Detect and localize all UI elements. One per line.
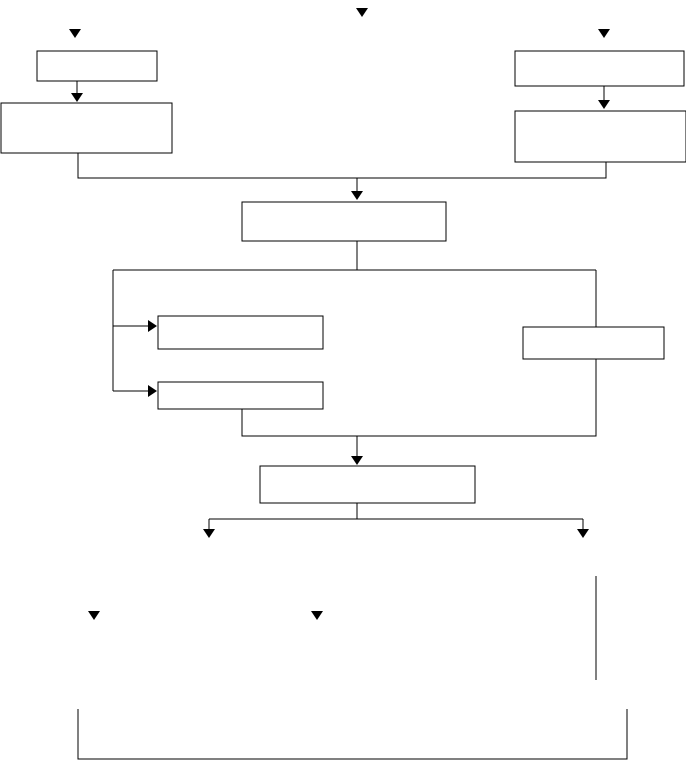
merge-box xyxy=(241,201,447,242)
top-right-box xyxy=(514,50,685,87)
split-arrow-left xyxy=(203,529,215,538)
arrow-to-merge-box xyxy=(351,191,363,200)
arrow-to-right-second-box xyxy=(598,100,610,109)
left-second-box xyxy=(0,102,173,154)
join-box xyxy=(259,465,476,504)
arrow-to-left-second-box xyxy=(71,93,83,102)
bottom-bracket xyxy=(77,709,628,760)
branch-right-box xyxy=(522,326,665,360)
merge-connector xyxy=(77,153,607,179)
lower-arrow-left xyxy=(88,611,100,620)
top-left-box xyxy=(36,50,158,82)
branch-upper-left-box xyxy=(157,315,324,350)
lower-arrow-middle xyxy=(311,611,323,620)
split-arrow-right xyxy=(577,529,589,538)
entry-arrow-center xyxy=(356,8,368,17)
arrow-to-join-box xyxy=(351,456,363,465)
join-connector xyxy=(241,359,597,437)
branch-lower-left-box xyxy=(157,381,324,410)
arrow-to-branch-upper-left-box xyxy=(148,320,157,332)
entry-arrow-left xyxy=(69,29,81,38)
right-second-box xyxy=(514,110,686,163)
arrow-to-branch-lower-left-box xyxy=(148,385,157,397)
entry-arrow-right xyxy=(598,29,610,38)
